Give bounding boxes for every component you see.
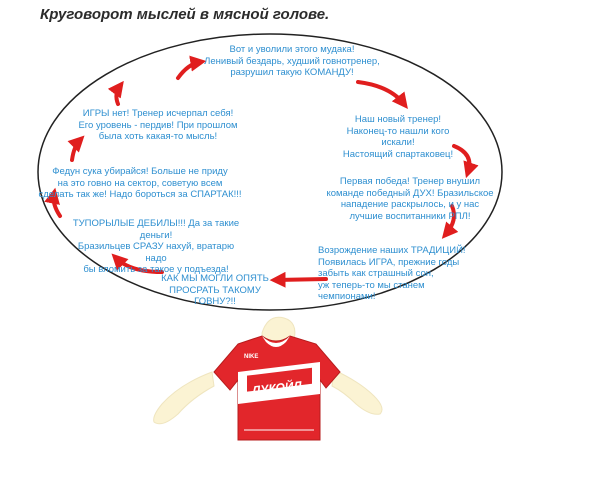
arrow-4 (441, 204, 459, 239)
arrow-9 (107, 80, 124, 106)
note-revival: Возрождение наших ТРАДИЦИЙ! Появилась ИГ… (318, 245, 466, 302)
jersey-brand: NIKE (244, 354, 259, 360)
thought-bubble (37, 33, 503, 311)
arrow-5 (269, 271, 328, 288)
arrow-1 (176, 55, 207, 80)
note-first-win: Первая победа! Тренер внушил команде поб… (326, 176, 494, 222)
arrow-7 (44, 187, 62, 218)
arrow-8 (67, 135, 85, 162)
note-idiots: ТУПОРЫЛЫЕ ДЕБИЛЫ!!! Да за такие деньги! … (72, 218, 240, 275)
note-fired: Вот и уволили этого мудака! Ленивый безд… (204, 44, 380, 78)
jersey (213, 335, 341, 441)
arrow-6 (111, 253, 164, 274)
note-no-game: ИГРЫ нет! Тренер исчерпал себя! Его уров… (78, 108, 238, 142)
arrow-3 (452, 144, 479, 179)
arrow-2 (356, 80, 408, 110)
diagram-title: Круговорот мыслей в мясной голове. (40, 6, 330, 23)
cycle-arrows (44, 55, 479, 288)
note-new-coach: Наш новый тренер! Наконец-то нашли кого … (342, 114, 454, 160)
note-lost: КАК МЫ МОГЛИ ОПЯТЬ ПРОСРАТЬ ТАКОМУ ГОВНУ… (161, 273, 269, 307)
note-fedun: Федун сука убирайся! Больше не приду на … (38, 166, 242, 200)
